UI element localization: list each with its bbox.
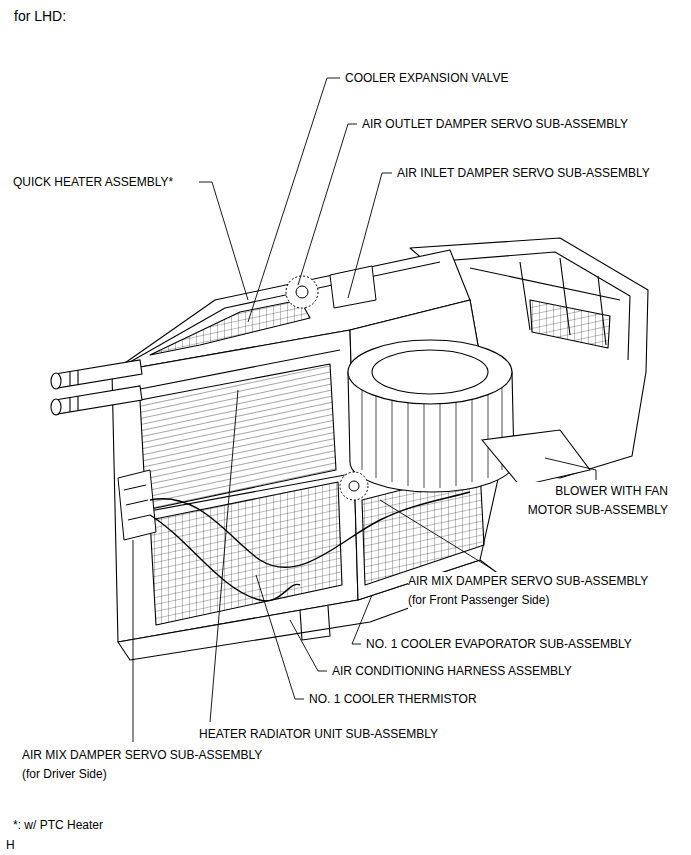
part-label: *: w/ PTC Heater [13,816,103,835]
leader-lines-part [133,540,134,742]
pipes-part [51,373,61,389]
leader-lines-part [380,500,492,569]
servo-gears-part [118,470,156,540]
pipes-part [55,386,142,414]
leader-lines-part [298,124,357,285]
leader-lines-part [545,458,596,480]
leader-lines-part [199,182,248,300]
part-label: H [6,836,15,855]
housing-part [300,606,330,640]
leader-lines-part [210,390,238,722]
servo-gears-part [340,472,368,500]
blower-fan-part [348,340,512,404]
harness-wire-part [150,515,300,601]
pipes-part [55,360,142,388]
housing-part [150,482,342,625]
leader-lines-part [290,620,327,671]
part-label: AIR OUTLET DAMPER SERVO SUB-ASSEMBLY [362,115,628,134]
part-label: COOLER EXPANSION VALVE [345,69,508,88]
pipes-part [51,399,61,415]
part-label: QUICK HEATER ASSEMBLY* [13,173,173,192]
blower-fan-part [482,430,590,486]
part-label: NO. 1 COOLER THERMISTOR [309,690,477,709]
diagram-title: for LHD: [14,8,66,24]
part-label: AIR INLET DAMPER SERVO SUB-ASSEMBLY [397,164,650,183]
part-label: AIR CONDITIONING HARNESS ASSEMBLY [332,662,572,681]
blower-fan-part [362,388,502,488]
part-label: BLOWER WITH FAN MOTOR SUB-ASSEMBLY [508,482,668,519]
servo-gears-part [124,485,150,520]
servo-gears-part [330,266,376,308]
leader-lines-part [256,575,304,699]
housing-part [530,300,610,348]
part-label: NO. 1 COOLER EVAPORATOR SUB-ASSEMBLY [366,635,632,654]
blower-fan-part [372,350,488,394]
pipes [51,360,142,415]
housing-part [470,268,620,300]
part-label: AIR MIX DAMPER SERVO SUB-ASSEMBLY (for D… [22,746,283,783]
servo-gears-part [296,286,308,298]
blower-fan [348,340,590,492]
servo-gears-part [349,481,359,491]
part-label: HEATER RADIATOR UNIT SUB-ASSEMBLY [199,725,438,744]
housing-part [112,330,358,642]
pipes-part [70,370,78,412]
housing-part [125,350,345,515]
leader-lines-part [248,78,340,322]
part-label: AIR MIX DAMPER SERVO SUB-ASSEMBLY (for F… [408,572,669,609]
leader-lines-part [348,173,392,298]
servo-gears-part [286,276,318,308]
